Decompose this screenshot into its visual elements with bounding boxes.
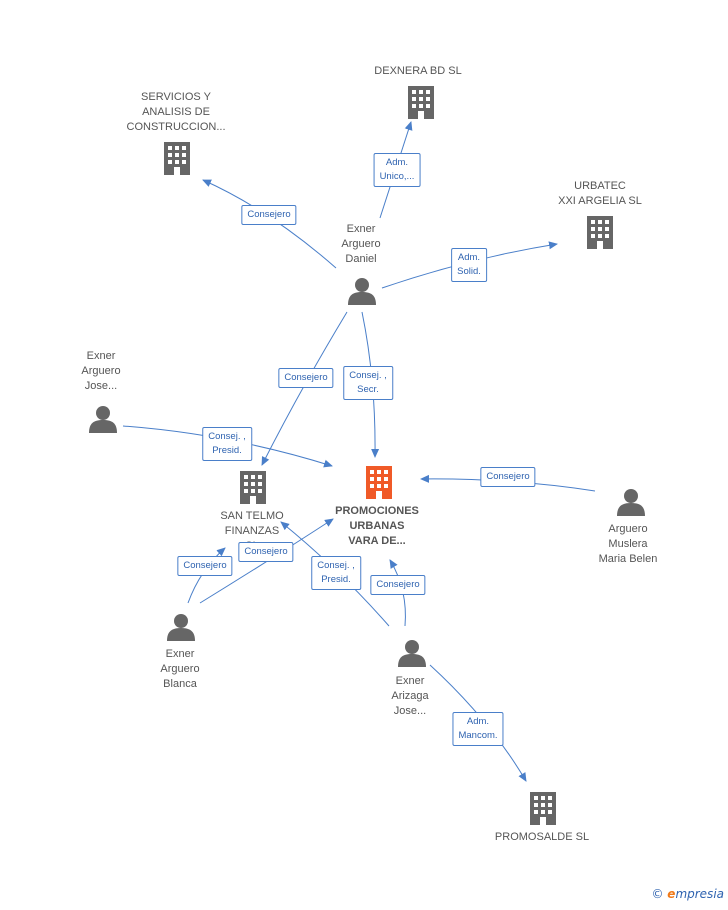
node-daniel-icon[interactable]: [348, 278, 376, 305]
brand-logo-text: mpresia: [675, 887, 724, 901]
node-jose-label[interactable]: Exner Arguero Jose...: [81, 350, 121, 392]
edge-label-jose-main[interactable]: Consej. , Presid.: [202, 427, 252, 461]
node-main-icon[interactable]: [366, 466, 392, 499]
node-urbatec-icon[interactable]: [587, 216, 613, 249]
edge-label-daniel-dexnera[interactable]: Adm. Unico,...: [373, 153, 421, 187]
copyright-symbol: ©: [651, 887, 664, 901]
node-daniel-label[interactable]: Exner Arguero Daniel: [341, 223, 381, 265]
node-promosalde-label[interactable]: PROMOSALDE SL: [494, 831, 590, 843]
copyright-mark: © empresia: [651, 887, 724, 901]
node-santelmo-icon[interactable]: [240, 471, 266, 504]
brand-logo-e: e: [667, 887, 676, 901]
edge-label-blanca-main[interactable]: Consejero: [238, 542, 294, 562]
node-main-label[interactable]: PROMOCIONES URBANAS VARA DE...: [335, 505, 419, 547]
node-arguero-label[interactable]: Arguero Muslera Maria Belen: [598, 523, 658, 565]
edge-label-arizaga-promosalde[interactable]: Adm. Mancom.: [452, 712, 504, 746]
node-arguero-icon[interactable]: [617, 489, 645, 516]
node-dexnera-icon[interactable]: [408, 86, 434, 119]
node-servicios-label[interactable]: SERVICIOS Y ANALISIS DE CONSTRUCCION...: [126, 91, 226, 133]
edge-label-arguero-main[interactable]: Consejero: [480, 467, 536, 487]
node-urbatec-label[interactable]: URBATEC XXI ARGELIA SL: [558, 180, 642, 207]
node-servicios-icon[interactable]: [164, 142, 190, 175]
node-blanca-label[interactable]: Exner Arguero Blanca: [160, 648, 200, 690]
edge-label-arizaga-santelmo[interactable]: Consej. , Presid.: [311, 556, 361, 590]
node-jose-icon[interactable]: [89, 406, 117, 433]
edge-daniel-santelmo: [261, 311, 348, 466]
node-arizaga-icon[interactable]: [398, 640, 426, 667]
edge-label-daniel-santelmo[interactable]: Consejero: [278, 368, 334, 388]
node-blanca-icon[interactable]: [167, 614, 195, 641]
node-promosalde-icon[interactable]: [530, 792, 556, 825]
edge-label-daniel-servicios[interactable]: Consejero: [241, 205, 297, 225]
edge-label-arizaga-main[interactable]: Consejero: [370, 575, 426, 595]
node-arizaga-label[interactable]: Exner Arizaga Jose...: [391, 675, 429, 717]
node-dexnera-label[interactable]: DEXNERA BD SL: [374, 65, 462, 77]
edge-label-daniel-main[interactable]: Consej. , Secr.: [343, 366, 393, 400]
edge-label-blanca-santelmo[interactable]: Consejero: [177, 556, 233, 576]
edge-label-daniel-urbatec[interactable]: Adm. Solid.: [451, 248, 487, 282]
